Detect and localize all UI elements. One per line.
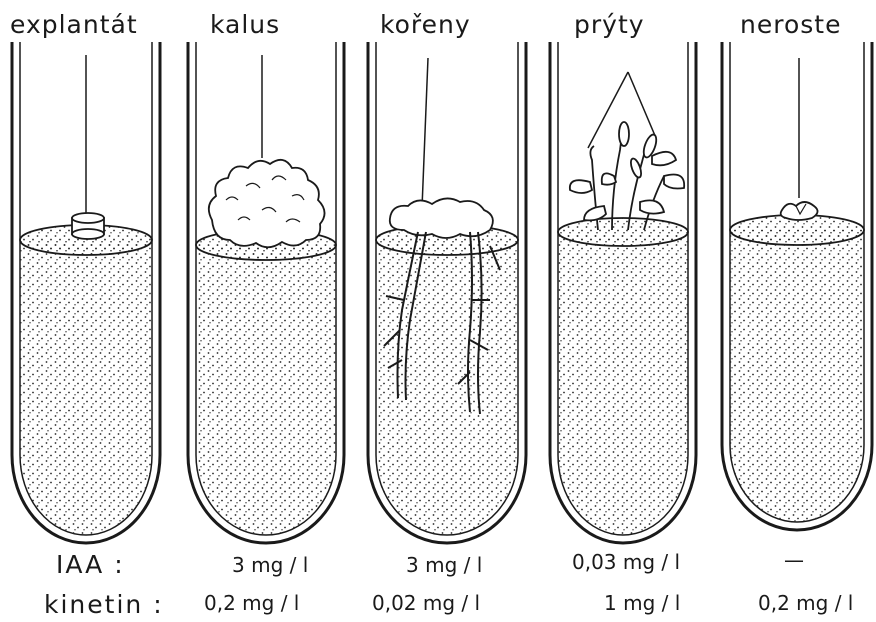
iaa-value-kalus: 3 mg / l xyxy=(232,553,308,577)
medium xyxy=(20,240,152,535)
kinetin-row-label: kinetin : xyxy=(44,590,164,619)
tube-kalus xyxy=(188,42,344,543)
iaa-value-pryty: 0,03 mg / l xyxy=(572,550,680,574)
kinetin-value-explantat: 0,2 mg / l xyxy=(204,591,299,615)
tube-label-pryty: prýty xyxy=(574,10,645,39)
tube-label-kalus: kalus xyxy=(210,10,280,39)
explant-disc xyxy=(72,213,104,239)
pointer-line xyxy=(422,58,428,208)
tube-label-explantat: explantát xyxy=(10,10,138,39)
medium xyxy=(730,230,864,522)
iaa-value-neroste: — xyxy=(784,548,804,572)
tube-koreny xyxy=(368,42,526,543)
kinetin-value-kalus: 0,02 mg / l xyxy=(372,591,480,615)
medium xyxy=(196,245,336,535)
iaa-row-label: IAA : xyxy=(56,550,125,579)
callus-mass xyxy=(209,160,325,247)
kinetin-value-koreny: 1 mg / l xyxy=(604,591,680,615)
kinetin-value-pryty: 0,2 mg / l xyxy=(758,591,853,615)
iaa-value-koreny: 3 mg / l xyxy=(406,553,482,577)
medium-surface xyxy=(558,218,688,246)
medium xyxy=(558,232,688,535)
tube-explantat xyxy=(12,42,160,543)
tube-neroste xyxy=(722,42,872,530)
tube-label-koreny: kořeny xyxy=(380,10,471,39)
shoots xyxy=(570,122,684,230)
tube-label-neroste: neroste xyxy=(740,10,841,39)
tube-pryty xyxy=(550,42,696,543)
